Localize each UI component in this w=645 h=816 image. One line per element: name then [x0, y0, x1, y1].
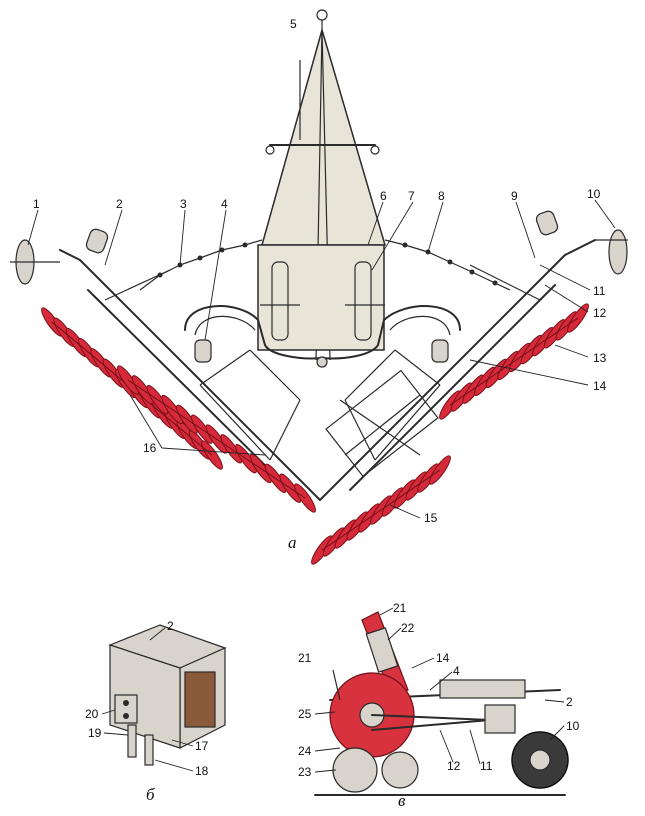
center-rear-frame: [325, 369, 439, 478]
panel-v-side-view: 21 22 14 4 2 10 11 12 21 25 24 23 в: [298, 601, 580, 810]
label-13: 13: [593, 351, 607, 365]
label-v-12: 12: [447, 759, 461, 773]
label-4: 4: [221, 197, 228, 211]
label-v-10: 10: [566, 719, 580, 733]
panel-label-v: в: [398, 791, 406, 810]
label-16: 16: [143, 441, 157, 455]
disc-gang-center-rear: [311, 455, 451, 565]
label-v-13: 23: [298, 765, 312, 779]
disc-gang-right-front: [439, 303, 589, 420]
label-3: 3: [180, 197, 187, 211]
label-v-11: 11: [480, 759, 493, 773]
label-2: 2: [116, 197, 123, 211]
label-15: 15: [424, 511, 438, 525]
panel-label-a: а: [288, 533, 297, 552]
label-b-18: 18: [195, 764, 209, 778]
label-b-2: 2: [167, 619, 174, 633]
label-b-17: 17: [195, 739, 209, 753]
chain-left: [139, 239, 263, 291]
panel-a-top-view: 1 2 3 4 5 6 7 8 9 10 11 12 13 14: [10, 9, 628, 565]
central-body: [257, 244, 385, 351]
label-14: 14: [593, 379, 607, 393]
transport-wheel-right: [595, 229, 628, 275]
label-11: 11: [593, 284, 606, 298]
panel-label-b: б: [146, 785, 155, 804]
label-b-20: 20: [85, 707, 99, 721]
disc-gang-left-rear: [117, 365, 316, 513]
panel-a-labels: 1 2 3 4 5 6 7 8 9 10 11 12 13 14: [27, 17, 616, 552]
label-v-4: 4: [453, 664, 460, 678]
label-v-23: 22: [401, 621, 415, 635]
panel-b-labels: 2 17 18 19 20 б: [85, 619, 209, 804]
label-v-21: 21: [298, 651, 312, 665]
disc-side: [332, 747, 378, 793]
label-v-14: 14: [436, 651, 450, 665]
label-6: 6: [380, 189, 387, 203]
panel-v-labels: 21 22 14 4 2 10 11 12 21 25 24 23 в: [298, 601, 580, 810]
label-12: 12: [593, 306, 607, 320]
label-5: 5: [290, 17, 297, 31]
hitch-eye: [316, 9, 328, 21]
label-v-2: 2: [566, 695, 573, 709]
chain-right: [384, 239, 511, 291]
label-v-25: 25: [298, 707, 312, 721]
label-8: 8: [438, 189, 445, 203]
label-v-24: 24: [298, 744, 312, 758]
label-b-19: 19: [88, 726, 102, 740]
label-1: 1: [33, 197, 40, 211]
label-7: 7: [408, 189, 415, 203]
label-10: 10: [587, 187, 601, 201]
hitch-triangle: [261, 27, 387, 246]
label-v-22: 21: [393, 601, 407, 615]
panel-b-hinge-detail: 2 17 18 19 20 б: [85, 619, 227, 804]
label-9: 9: [511, 189, 518, 203]
transport-wheel-left: [10, 239, 60, 285]
